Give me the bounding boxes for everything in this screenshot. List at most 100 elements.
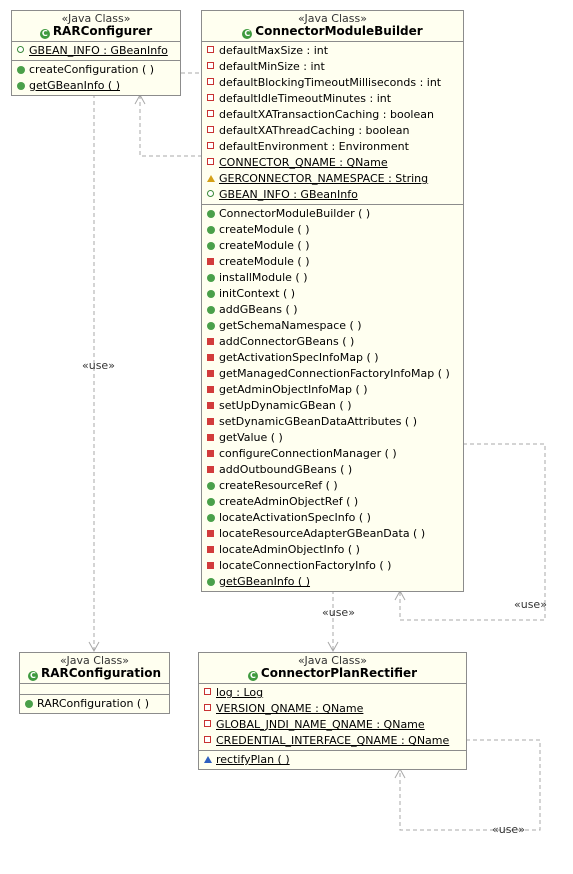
method-text: createConfiguration ( ) xyxy=(29,63,155,76)
method-text: RARConfiguration ( ) xyxy=(37,697,149,710)
private-method-icon xyxy=(206,430,215,446)
field-row[interactable]: CREDENTIAL_INTERFACE_QNAME : QName xyxy=(199,733,466,749)
method-text: createModule ( ) xyxy=(219,255,310,268)
field-row[interactable]: defaultEnvironment : Environment xyxy=(202,139,463,155)
fields-section xyxy=(20,684,169,695)
method-row[interactable]: configureConnectionManager ( ) xyxy=(202,446,463,462)
method-row[interactable]: setDynamicGBeanDataAttributes ( ) xyxy=(202,414,463,430)
private-method-icon xyxy=(206,350,215,366)
method-text: installModule ( ) xyxy=(219,271,308,284)
method-row[interactable]: createResourceRef ( ) xyxy=(202,478,463,494)
method-row[interactable]: installModule ( ) xyxy=(202,270,463,286)
method-text: ConnectorModuleBuilder ( ) xyxy=(219,207,371,220)
field-row[interactable]: defaultMinSize : int xyxy=(202,59,463,75)
field-row[interactable]: GERCONNECTOR_NAMESPACE : String xyxy=(202,171,463,187)
field-row[interactable]: CONNECTOR_QNAME : QName xyxy=(202,155,463,171)
method-row[interactable]: getAdminObjectInfoMap ( ) xyxy=(202,382,463,398)
arrowhead-rarconfiguration xyxy=(88,641,100,653)
method-row[interactable]: addGBeans ( ) xyxy=(202,302,463,318)
private-field-icon xyxy=(203,701,212,717)
method-text: getGBeanInfo ( ) xyxy=(219,575,311,588)
public-method-icon xyxy=(206,510,215,526)
method-row[interactable]: addOutboundGBeans ( ) xyxy=(202,462,463,478)
method-text: setUpDynamicGBean ( ) xyxy=(219,399,352,412)
method-row[interactable]: RARConfiguration ( ) xyxy=(20,696,169,712)
field-row[interactable]: GLOBAL_JNDI_NAME_QNAME : QName xyxy=(199,717,466,733)
method-row[interactable]: createConfiguration ( ) xyxy=(12,62,180,78)
private-field-icon xyxy=(206,107,215,123)
private-method-icon xyxy=(206,542,215,558)
use-label-cmb-self: «use» xyxy=(514,598,547,611)
private-field-icon xyxy=(203,685,212,701)
field-row[interactable]: defaultXATransactionCaching : boolean xyxy=(202,107,463,123)
methods-section: ConnectorModuleBuilder ( ) createModule (… xyxy=(202,205,463,591)
field-text: CREDENTIAL_INTERFACE_QNAME : QName xyxy=(216,734,450,747)
method-row[interactable]: ConnectorModuleBuilder ( ) xyxy=(202,206,463,222)
class-name: ConnectorModuleBuilder xyxy=(255,24,423,38)
field-text: GBEAN_INFO : GBeanInfo xyxy=(219,188,358,201)
method-row[interactable]: getActivationSpecInfoMap ( ) xyxy=(202,350,463,366)
protected-field-icon xyxy=(206,171,215,187)
method-row[interactable]: getManagedConnectionFactoryInfoMap ( ) xyxy=(202,366,463,382)
use-line-cmb-rarconfigurer xyxy=(139,96,202,157)
field-row[interactable]: VERSION_QNAME : QName xyxy=(199,701,466,717)
method-row[interactable]: rectifyPlan ( ) xyxy=(199,752,466,768)
public-method-icon xyxy=(206,270,215,286)
field-text: GLOBAL_JNDI_NAME_QNAME : QName xyxy=(216,718,425,731)
field-row[interactable]: defaultMaxSize : int xyxy=(202,43,463,59)
class-icon: C xyxy=(242,29,253,39)
field-row[interactable]: GBEAN_INFO : GBeanInfo xyxy=(12,43,180,59)
use-label-cmb-rectifier: «use» xyxy=(322,606,355,619)
method-row[interactable]: initContext ( ) xyxy=(202,286,463,302)
private-method-icon xyxy=(206,366,215,382)
method-row[interactable]: getGBeanInfo ( ) xyxy=(12,78,180,94)
field-text: CONNECTOR_QNAME : QName xyxy=(219,156,388,169)
class-icon: C xyxy=(247,671,258,681)
field-row[interactable]: defaultIdleTimeoutMinutes : int xyxy=(202,91,463,107)
private-field-icon xyxy=(206,59,215,75)
method-row[interactable]: getValue ( ) xyxy=(202,430,463,446)
method-row[interactable]: getSchemaNamespace ( ) xyxy=(202,318,463,334)
public-method-icon xyxy=(16,78,25,94)
public-field-icon xyxy=(16,43,25,59)
method-text: locateResourceAdapterGBeanData ( ) xyxy=(219,527,426,540)
public-method-icon xyxy=(206,238,215,254)
field-row[interactable]: defaultXAThreadCaching : boolean xyxy=(202,123,463,139)
public-method-icon xyxy=(206,302,215,318)
method-text: locateAdminObjectInfo ( ) xyxy=(219,543,360,556)
method-row[interactable]: locateConnectionFactoryInfo ( ) xyxy=(202,558,463,574)
field-text: VERSION_QNAME : QName xyxy=(216,702,364,715)
methods-section: createConfiguration ( ) getGBeanInfo ( ) xyxy=(12,61,180,95)
field-row[interactable]: GBEAN_INFO : GBeanInfo xyxy=(202,187,463,203)
public-method-icon xyxy=(24,696,33,712)
method-row[interactable]: locateAdminObjectInfo ( ) xyxy=(202,542,463,558)
field-row[interactable]: defaultBlockingTimeoutMilliseconds : int xyxy=(202,75,463,91)
method-row[interactable]: createModule ( ) xyxy=(202,222,463,238)
private-method-icon xyxy=(206,446,215,462)
method-text: locateActivationSpecInfo ( ) xyxy=(219,511,371,524)
field-row[interactable]: log : Log xyxy=(199,685,466,701)
method-row[interactable]: setUpDynamicGBean ( ) xyxy=(202,398,463,414)
method-row[interactable]: getGBeanInfo ( ) xyxy=(202,574,463,590)
method-text: rectifyPlan ( ) xyxy=(216,753,290,766)
field-text: defaultMaxSize : int xyxy=(219,44,329,57)
method-text: getSchemaNamespace ( ) xyxy=(219,319,362,332)
method-row[interactable]: addConnectorGBeans ( ) xyxy=(202,334,463,350)
use-label-rarconfiguration: «use» xyxy=(82,359,115,372)
method-row[interactable]: createModule ( ) xyxy=(202,254,463,270)
method-row[interactable]: locateResourceAdapterGBeanData ( ) xyxy=(202,526,463,542)
fields-section: GBEAN_INFO : GBeanInfo xyxy=(12,42,180,61)
private-method-icon xyxy=(206,382,215,398)
private-field-icon xyxy=(203,733,212,749)
methods-section: RARConfiguration ( ) xyxy=(20,695,169,713)
public-method-icon xyxy=(206,222,215,238)
method-row[interactable]: createAdminObjectRef ( ) xyxy=(202,494,463,510)
method-row[interactable]: createModule ( ) xyxy=(202,238,463,254)
method-row[interactable]: locateActivationSpecInfo ( ) xyxy=(202,510,463,526)
